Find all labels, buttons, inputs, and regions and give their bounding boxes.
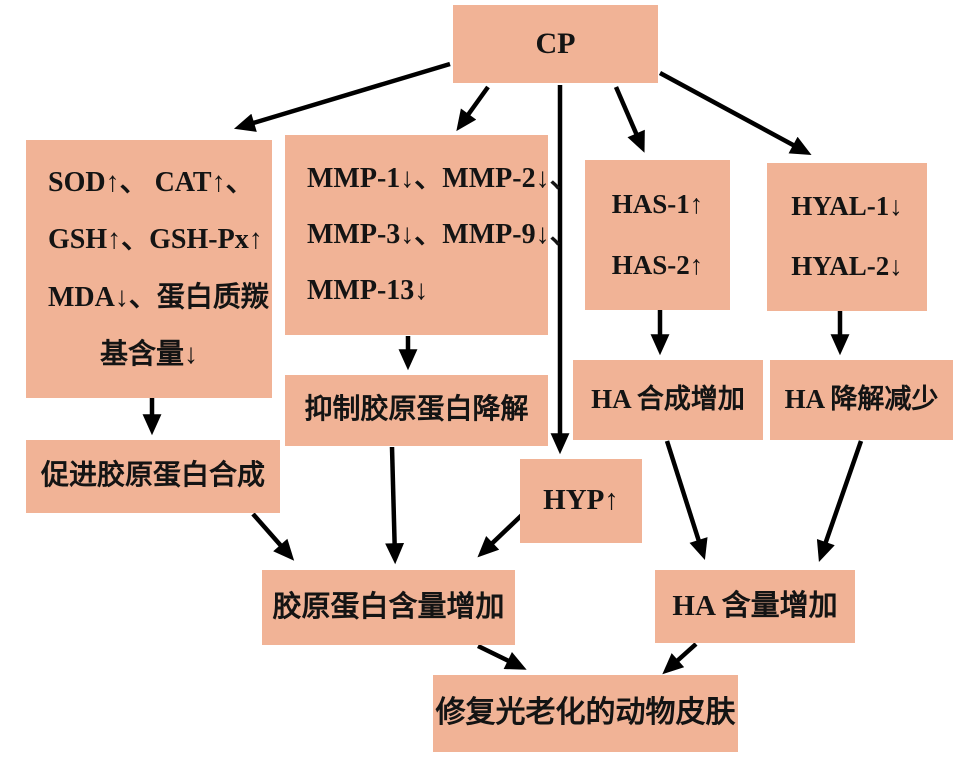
node-mmp-line: MMP-13↓ [307,274,429,306]
node-hyal-line: HYAL-1↓ [791,191,903,222]
node-repair-photoaged-skin-label: 修复光老化的动物皮肤 [435,696,736,730]
node-mmp-line: MMP-3↓、MMP-9↓、 [307,218,578,250]
node-mmp-markers: MMP-1↓、MMP-2↓、 MMP-3↓、MMP-9↓、 MMP-13↓ [285,135,578,335]
node-inhibit-collagen-degradation-label: 抑制胶原蛋白降解 [304,394,529,426]
node-ha-synthesis-increase: HA 合成增加 [573,360,763,440]
node-antioxidant-markers: SOD↑、 CAT↑、 GSH↑、GSH-Px↑ MDA↓、蛋白质羰 基含量↓ [26,140,272,398]
node-antioxidant-line: SOD↑、 CAT↑、 [48,166,254,198]
node-ha-degradation-decrease: HA 降解减少 [770,360,953,440]
node-ha-content-increase: HA 含量增加 [655,570,855,643]
node-ha-synthesis-increase-label: HA 合成增加 [591,384,745,415]
node-ha-degradation-decrease-label: HA 降解减少 [784,384,939,415]
node-hyal-markers: HYAL-1↓ HYAL-2↓ [767,163,927,311]
node-antioxidant-line: 基含量↓ [99,339,198,371]
arrow-collagen-content-to-repair [477,643,527,670]
node-repair-photoaged-skin: 修复光老化的动物皮肤 [433,675,738,752]
arrow-cp-to-has [613,86,645,153]
arrow-ha-degradation-to-ha-content [816,440,864,562]
arrow-ha-synthesis-to-ha-content [664,440,708,561]
node-has-markers: HAS-1↑ HAS-2↑ [585,160,730,310]
node-cp-label: CP [535,26,576,60]
node-antioxidant-line: MDA↓、蛋白质羰 [48,281,269,313]
node-promote-collagen-synthesis: 促进胶原蛋白合成 [26,440,280,513]
node-cp: CP [453,5,658,83]
node-collagen-content-increase: 胶原蛋白含量增加 [262,570,515,645]
node-promote-collagen-synthesis-label: 促进胶原蛋白合成 [40,460,265,492]
node-hyal-line: HYAL-2↓ [791,251,903,282]
arrow-cp-to-mmp [456,85,490,132]
node-mmp-line: MMP-1↓、MMP-2↓、 [307,162,578,194]
arrow-cp-to-antioxidant [233,61,451,132]
node-collagen-content-increase-label: 胶原蛋白含量增加 [272,590,505,623]
node-inhibit-collagen-degradation: 抑制胶原蛋白降解 [285,375,548,446]
arrow-promote-to-collagen-content [251,512,295,561]
node-hyp: HYP↑ [520,459,642,543]
node-hyp-label: HYP↑ [543,484,619,517]
arrow-inhibit-to-collagen-content [385,446,405,565]
arrow-cp-to-hyal [658,71,812,155]
node-has-line: HAS-1↑ [611,188,704,219]
node-ha-content-increase-label: HA 含量增加 [672,589,838,622]
node-has-line: HAS-2↑ [611,249,704,280]
arrow-ha-content-to-repair [662,642,698,675]
node-antioxidant-line: GSH↑、GSH-Px↑ [48,224,263,256]
arrow-hyp-to-collagen-content [477,511,526,558]
